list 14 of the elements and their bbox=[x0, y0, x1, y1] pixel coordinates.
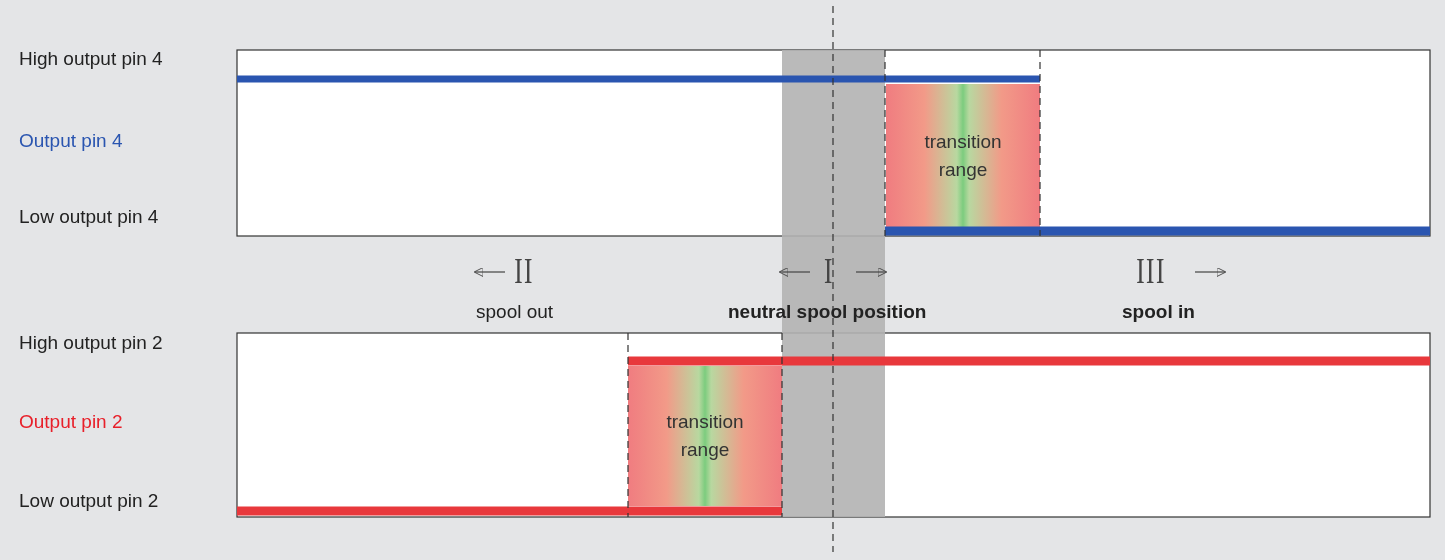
axis-label: Low output pin 2 bbox=[19, 490, 159, 512]
transition-range-area: transition range bbox=[886, 84, 1040, 227]
axis-label: High output pin 2 bbox=[19, 332, 163, 354]
region-label: spool out bbox=[476, 301, 554, 323]
signal-name: Output pin 4 bbox=[19, 130, 123, 152]
region-label: spool in bbox=[1122, 301, 1195, 323]
axis-label: High output pin 4 bbox=[19, 48, 163, 70]
axis-label: Low output pin 4 bbox=[19, 206, 159, 228]
transition-range-area: transition range bbox=[628, 366, 782, 506]
signal-name: Output pin 2 bbox=[19, 411, 123, 433]
region-label: neutral spool position bbox=[728, 301, 927, 323]
region-number: I bbox=[824, 250, 834, 292]
region-number: II bbox=[514, 250, 534, 292]
region-number: III bbox=[1136, 250, 1166, 292]
